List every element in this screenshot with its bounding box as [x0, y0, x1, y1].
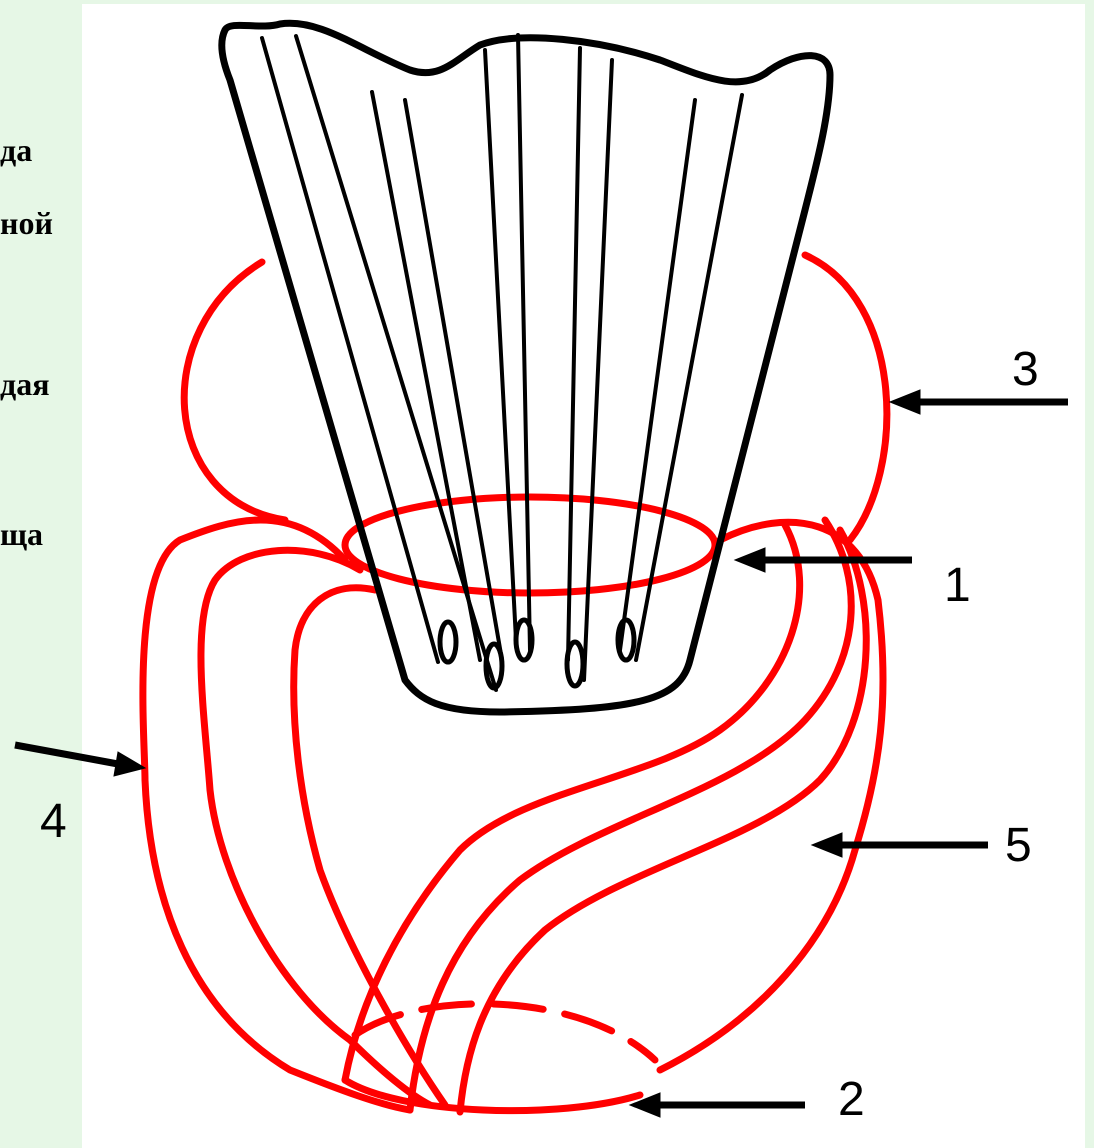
- label-3: 3: [1012, 346, 1039, 394]
- white-drawing-area: [82, 4, 1085, 1148]
- label-2: 2: [838, 1076, 865, 1124]
- label-1: 1: [944, 562, 971, 610]
- label-5: 5: [1005, 822, 1032, 870]
- label-4: 4: [40, 798, 67, 846]
